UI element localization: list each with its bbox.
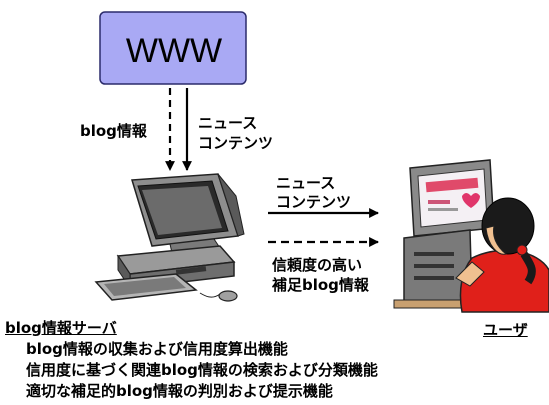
- user-illustration: [393, 159, 549, 313]
- blog-info-label: blog情報: [80, 122, 147, 140]
- reliable-supplement-line2: 補足blog情報: [272, 276, 369, 294]
- feature-judge-present: 適切な補足的blog情報の判別および提示機能: [26, 382, 333, 400]
- news-content-top-line1: ニュース: [198, 114, 258, 132]
- news-content-right-line2: コンテンツ: [276, 193, 352, 211]
- user-label: ユーザ: [483, 321, 528, 339]
- server-title: blog情報サーバ: [5, 319, 117, 337]
- server-computer-illustration: [94, 173, 245, 302]
- feature-collection: blog情報の収集および信用度算出機能: [26, 340, 288, 358]
- news-content-top-line2: コンテンツ: [198, 134, 274, 152]
- feature-search-classify: 信用度に基づく関連blog情報の検索および分類機能: [26, 361, 378, 379]
- reliable-supplement-line1: 信頼度の高い: [272, 256, 363, 274]
- www-label: WWW: [126, 32, 222, 70]
- news-content-right-line1: ニュース: [276, 174, 336, 192]
- www-box: [99, 11, 247, 85]
